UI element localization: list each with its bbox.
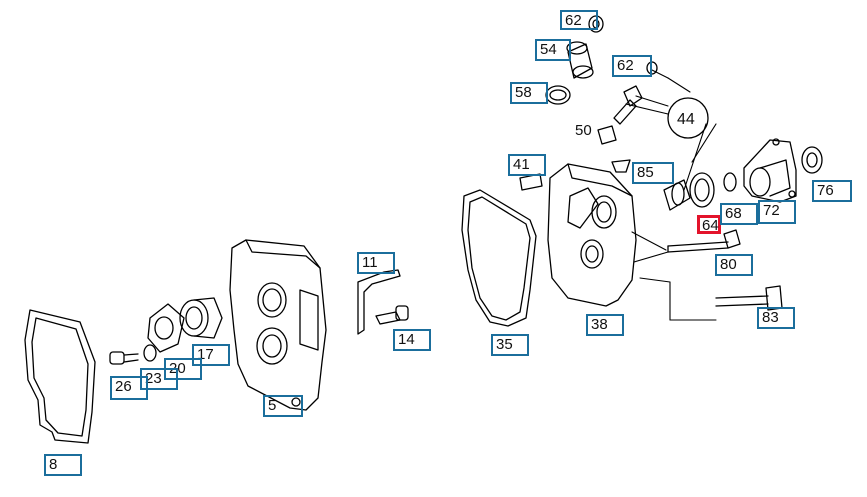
callout-76[interactable]: 76 (812, 180, 852, 202)
callout-35[interactable]: 35 (491, 334, 529, 356)
group-44-badge-label: 44 (677, 111, 695, 128)
part-sleeve[interactable] (663, 179, 691, 211)
callout-62-lower[interactable]: 62 (612, 55, 652, 77)
part-26-bolt[interactable] (109, 351, 139, 365)
callout-58[interactable]: 58 (510, 82, 548, 104)
part-11-bracket[interactable] (357, 269, 401, 335)
part-85-cone[interactable] (611, 159, 631, 173)
callout-83[interactable]: 83 (757, 307, 795, 329)
callout-64[interactable]: 64 (697, 215, 721, 234)
part-14-bolt[interactable] (375, 305, 409, 325)
callout-8[interactable]: 8 (44, 454, 82, 476)
callout-5[interactable]: 5 (263, 395, 303, 417)
callout-26[interactable]: 26 (110, 376, 148, 400)
part-62-lower-cap[interactable] (646, 61, 658, 75)
leader-lines (625, 69, 717, 321)
callout-38[interactable]: 38 (586, 314, 624, 336)
part-17-bearing[interactable] (179, 297, 223, 339)
callout-23[interactable]: 23 (140, 368, 178, 390)
callout-85[interactable]: 85 (632, 162, 674, 184)
part-23-washer[interactable] (143, 344, 157, 362)
label-50: 50 (575, 122, 592, 139)
part-8-gasket[interactable] (24, 309, 96, 444)
part-20-flange[interactable] (147, 303, 185, 353)
part-76-gear[interactable] (801, 146, 823, 174)
part-41-pin[interactable] (519, 173, 543, 191)
callout-68[interactable]: 68 (720, 203, 758, 225)
part-72-flange[interactable] (743, 138, 797, 203)
callout-62-upper[interactable]: 62 (560, 10, 598, 30)
part-68-nut[interactable] (723, 229, 741, 249)
part-small-ring[interactable] (723, 172, 737, 192)
callout-80[interactable]: 80 (715, 254, 753, 276)
callout-54[interactable]: 54 (535, 39, 571, 61)
part-seal-ring[interactable] (689, 172, 715, 208)
callout-11[interactable]: 11 (357, 252, 395, 274)
callout-14[interactable]: 14 (393, 329, 431, 351)
part-5-housing[interactable] (229, 239, 327, 411)
part-38-housing[interactable] (547, 163, 637, 307)
part-58-seal[interactable] (545, 85, 571, 105)
part-54-sleeve[interactable] (566, 41, 594, 79)
part-35-gasket[interactable] (461, 189, 537, 327)
part-64-bolt[interactable] (667, 241, 729, 253)
callout-41[interactable]: 41 (508, 154, 546, 176)
callout-72[interactable]: 72 (758, 200, 796, 224)
part-50-fitting[interactable] (597, 125, 617, 145)
group-44-badge-circle (667, 97, 709, 139)
